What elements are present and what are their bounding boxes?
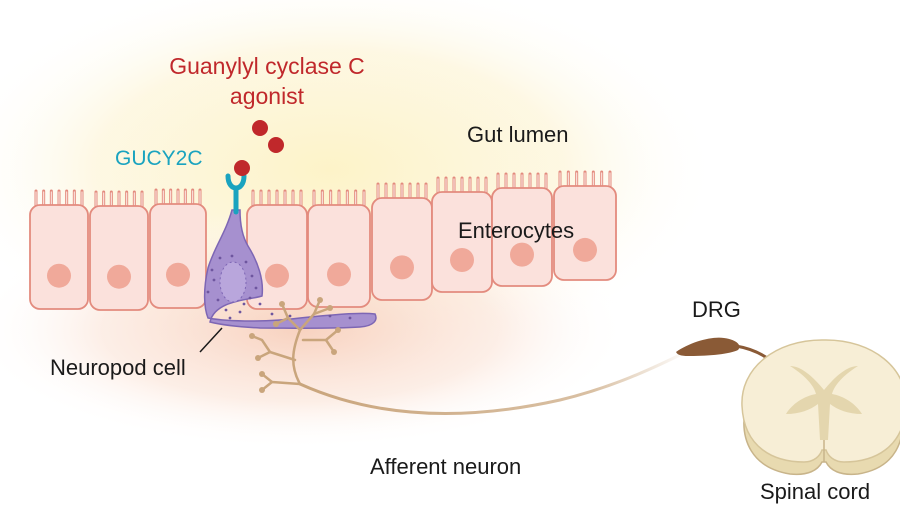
spinal-cord-label: Spinal cord bbox=[760, 479, 871, 504]
enterocyte-nucleus bbox=[573, 237, 597, 262]
agonist-molecule bbox=[234, 160, 250, 176]
enterocyte bbox=[149, 188, 207, 309]
enterocyte bbox=[553, 170, 617, 281]
enterocyte-nucleus bbox=[327, 262, 351, 287]
afferent-neuron bbox=[249, 297, 692, 415]
enterocyte-nucleus bbox=[390, 255, 414, 280]
gucy2c-receptor bbox=[225, 173, 247, 215]
enterocyte bbox=[491, 172, 553, 287]
enterocyte bbox=[371, 182, 433, 301]
enterocyte bbox=[431, 176, 493, 293]
afferent-neuron-label: Afferent neuron bbox=[370, 454, 522, 479]
agonist-molecule bbox=[252, 120, 268, 136]
neuropod-cell-label: Neuropod cell bbox=[50, 355, 186, 380]
enterocyte-nucleus bbox=[450, 248, 474, 272]
enterocyte-nucleus bbox=[107, 264, 131, 289]
enterocyte bbox=[29, 189, 89, 310]
enterocyte-nucleus bbox=[166, 262, 190, 287]
neuropod-cell bbox=[203, 209, 377, 329]
neuropod-leader-line bbox=[199, 327, 223, 353]
enterocyte bbox=[89, 190, 149, 311]
agonist-molecule bbox=[268, 137, 284, 153]
spinal-cord bbox=[741, 339, 900, 476]
agonist-label-line2: agonist bbox=[229, 83, 305, 109]
enterocyte-nucleus bbox=[510, 242, 534, 267]
gucy2c-label: GUCY2C bbox=[115, 147, 203, 170]
enterocyte-nucleus bbox=[265, 263, 289, 288]
gut-lumen-label: Gut lumen bbox=[467, 122, 569, 147]
neuropod-nucleus bbox=[219, 261, 247, 303]
enterocyte-nucleus bbox=[47, 263, 71, 288]
enterocytes-label: Enterocytes bbox=[458, 218, 575, 243]
agonist-label-line1: Guanylyl cyclase C bbox=[169, 53, 365, 79]
enterocyte bbox=[307, 189, 371, 308]
drg-label: DRG bbox=[692, 297, 741, 322]
